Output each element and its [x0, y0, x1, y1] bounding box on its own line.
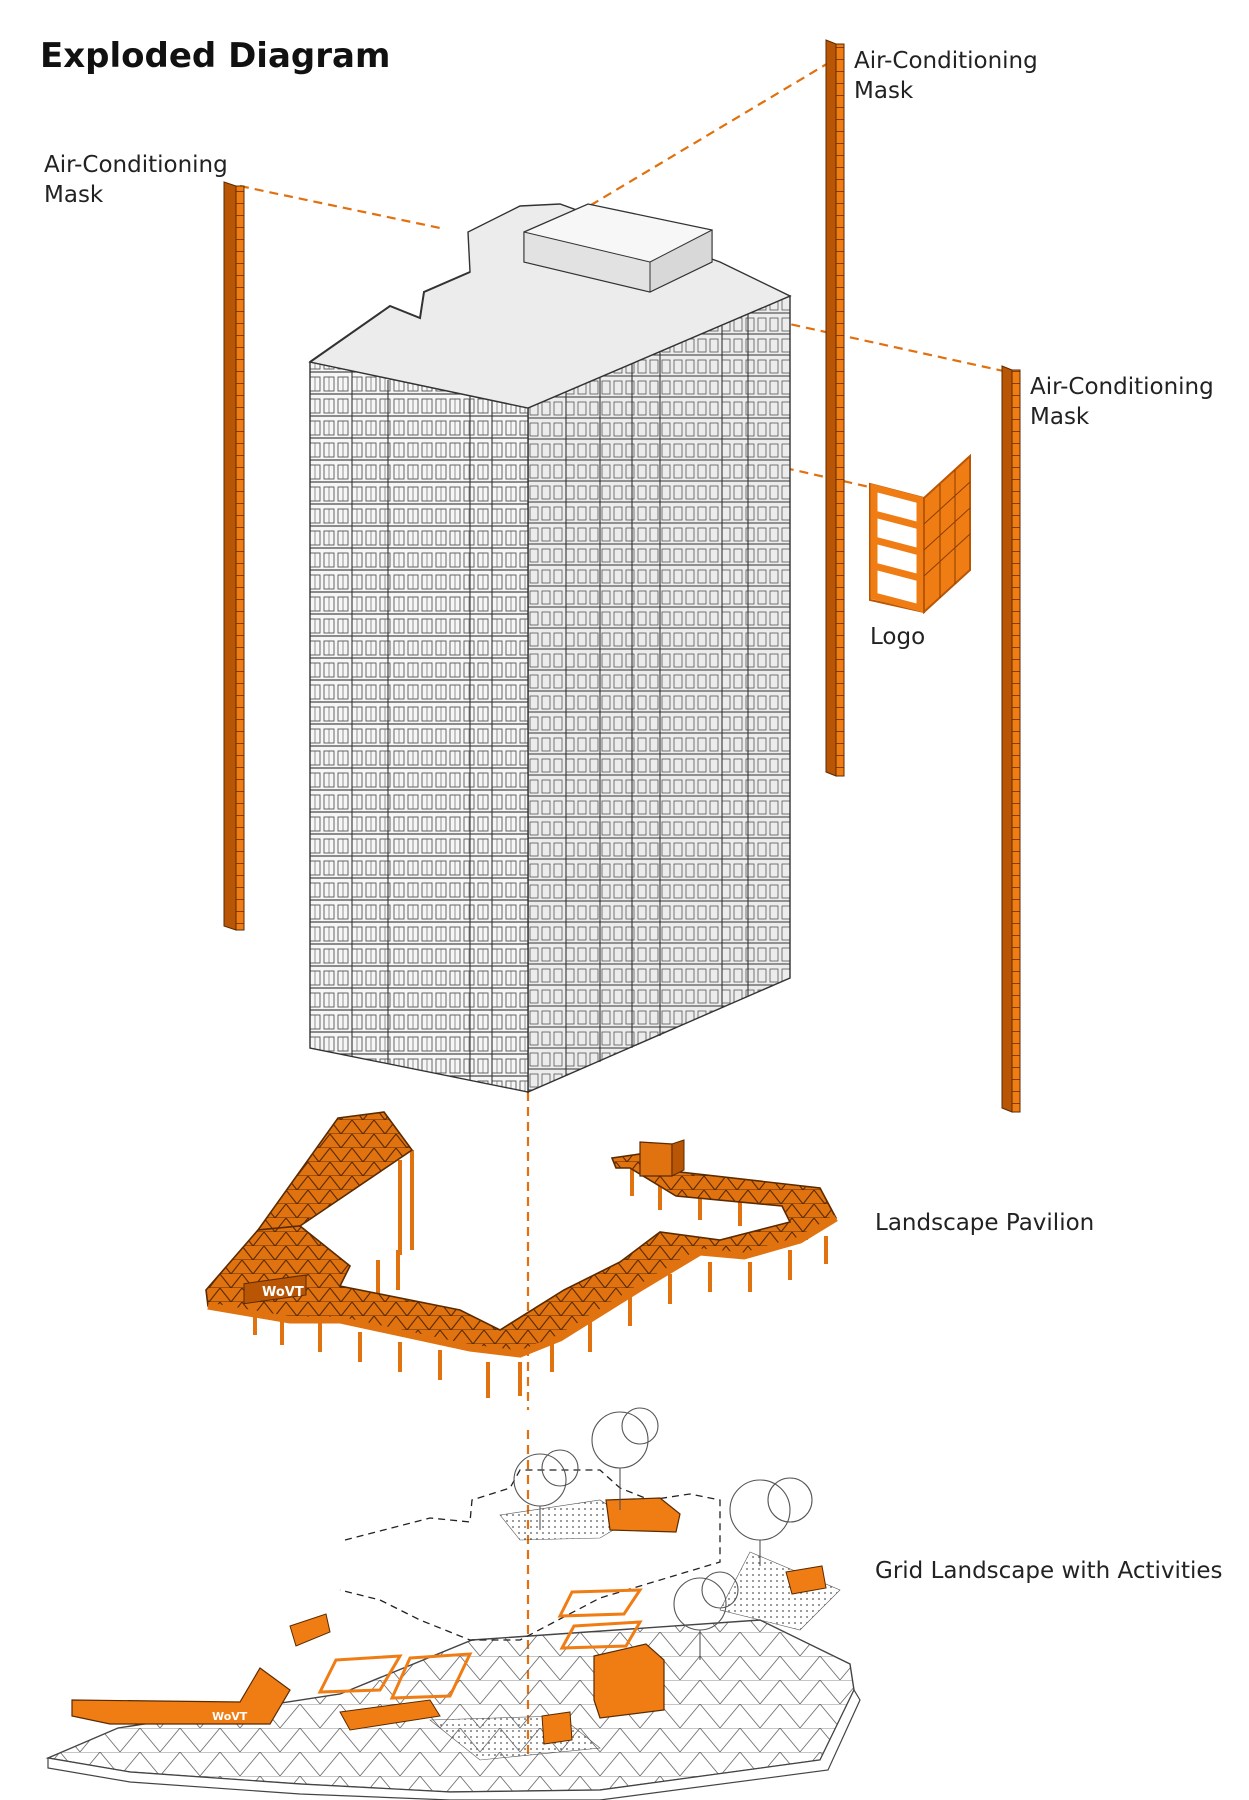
pavilion-sign — [243, 1274, 307, 1305]
ground-sign-text: WoVT — [212, 1710, 248, 1723]
entrance-sign-wall — [71, 1667, 291, 1725]
landscape-pavilion: WoVT — [205, 1111, 838, 1398]
logo-panel-icon — [869, 453, 971, 615]
label-line: Air-Conditioning — [44, 152, 228, 178]
label-logo: Logo — [870, 624, 926, 650]
pavilion-sign-text: WoVT — [262, 1285, 304, 1300]
residential-tower — [308, 203, 792, 1094]
grid-landscape: WoVT — [45, 1407, 861, 1800]
ac-mask-right — [1001, 365, 1021, 1113]
tower-right-facade — [527, 294, 791, 1094]
tree-icon — [513, 1407, 813, 1660]
page-title: Exploded Diagram — [40, 36, 391, 76]
label-ac-mask-top: Air-Conditioning Mask — [854, 46, 1038, 106]
label-line: Mask — [1030, 404, 1090, 430]
label-line: Air-Conditioning — [854, 48, 1038, 74]
leader-ac-right — [761, 316, 1009, 374]
ac-mask-left — [223, 181, 245, 931]
tower-left-facade — [309, 361, 529, 1093]
ac-mask-top — [825, 39, 845, 777]
label-line: Air-Conditioning — [1030, 374, 1214, 400]
label-line: Mask — [854, 78, 914, 104]
leader-ac-left — [239, 184, 441, 230]
label-grid-landscape: Grid Landscape with Activities — [875, 1558, 1223, 1584]
label-ac-mask-right: Air-Conditioning Mask — [1030, 372, 1214, 432]
label-ac-mask-left: Air-Conditioning Mask — [44, 150, 228, 210]
leader-ac-top — [585, 61, 831, 209]
label-line: Mask — [44, 182, 104, 208]
label-landscape-pavilion: Landscape Pavilion — [875, 1210, 1095, 1236]
activity-kiosk — [593, 1643, 665, 1719]
